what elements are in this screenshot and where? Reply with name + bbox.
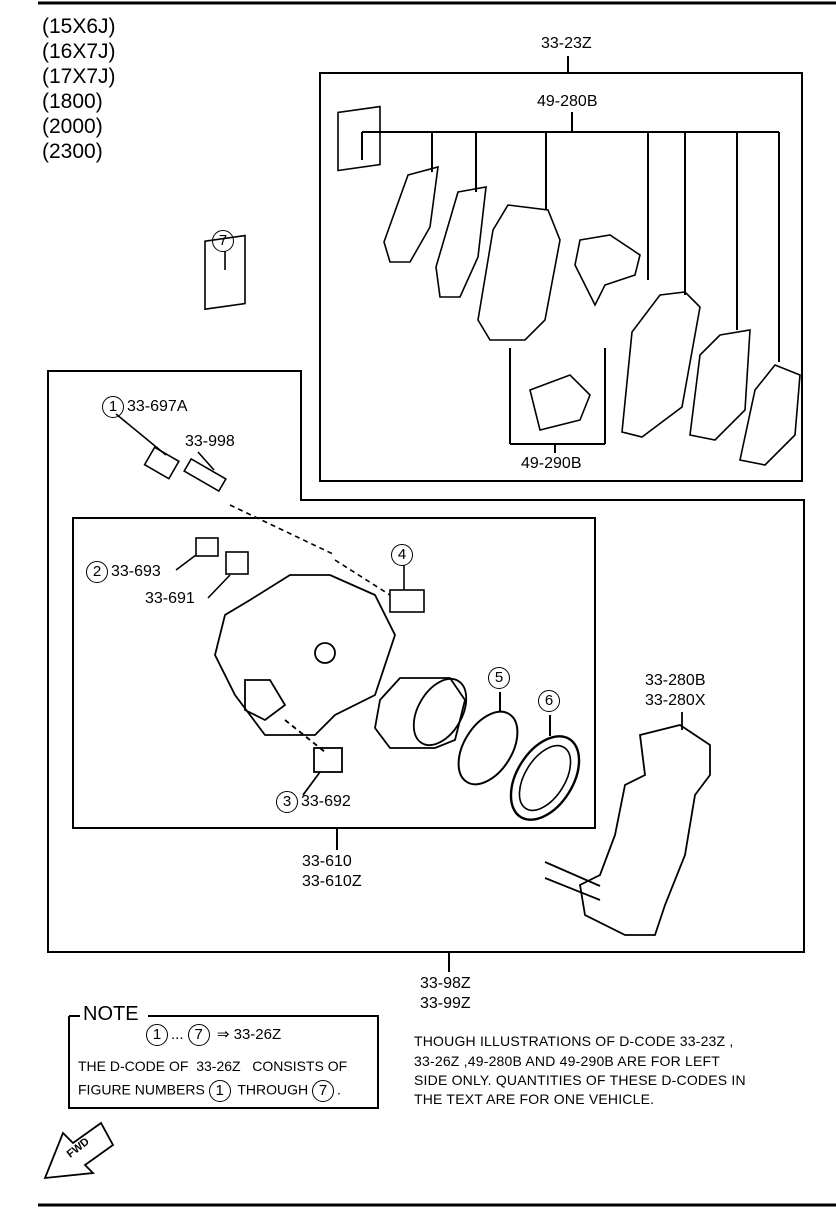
- variant-label: (16X7J): [42, 40, 116, 63]
- variant-label: (2000): [42, 115, 103, 138]
- part-label-bleeder: 33-691: [145, 590, 195, 607]
- variant-label: (15X6J): [42, 15, 116, 38]
- figure-6-label: 6: [538, 690, 563, 712]
- pad-kit-box: [319, 72, 803, 482]
- assembly-box: [47, 370, 805, 953]
- footnote-line: 33-26Z ,49-280B AND 49-290B ARE FOR LEFT: [414, 1053, 721, 1069]
- variant-label: (17X7J): [42, 65, 116, 88]
- part-label-caliper: 33-610: [302, 853, 352, 870]
- part-label-caliper-alt: 33-610Z: [302, 873, 362, 890]
- variant-label: (1800): [42, 90, 103, 113]
- note-box: [68, 1015, 379, 1109]
- figure-4-label: 4: [391, 544, 416, 566]
- caliper-box: [72, 517, 596, 829]
- fwd-arrow-icon: [43, 1121, 115, 1180]
- figure-5-label: 5: [488, 667, 513, 689]
- note-title: NOTE: [83, 1003, 139, 1025]
- part-label-assembly: 33-98Z: [420, 975, 471, 992]
- note-line-3: FIGURE NUMBERS 1 THROUGH 7.: [78, 1080, 341, 1102]
- figure-7-label: 7: [212, 230, 237, 252]
- part-label-kit: 33-23Z: [541, 35, 592, 52]
- note-range: 1... 7 ⇒ 33-26Z: [146, 1024, 281, 1046]
- part-label-guide-pin: 33-998: [185, 433, 235, 450]
- note-line-2: THE D-CODE OF 33-26Z CONSISTS OF: [78, 1058, 348, 1074]
- part-label-bracket: 33-280B: [645, 672, 706, 689]
- footnote-line: THOUGH ILLUSTRATIONS OF D-CODE 33-23Z ,: [414, 1033, 734, 1049]
- part-label-pad-set: 49-280B: [537, 93, 598, 110]
- footnote-line: THE TEXT ARE FOR ONE VEHICLE.: [414, 1091, 655, 1107]
- variant-label: (2300): [42, 140, 103, 163]
- part-label-clip-set: 49-290B: [521, 455, 582, 472]
- part-label-bracket-alt: 33-280X: [645, 692, 706, 709]
- part-label-assembly-alt: 33-99Z: [420, 995, 471, 1012]
- footnote-line: SIDE ONLY. QUANTITIES OF THESE D-CODES I…: [414, 1072, 746, 1088]
